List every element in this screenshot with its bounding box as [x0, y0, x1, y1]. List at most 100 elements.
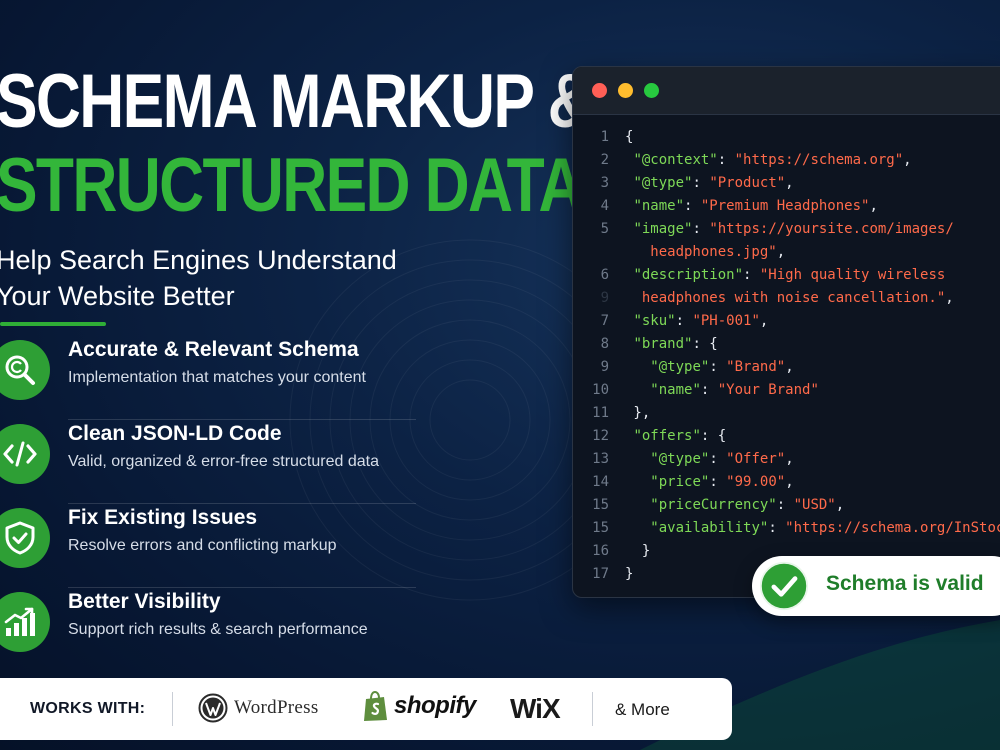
code-punctuation: , — [785, 359, 794, 375]
code-line: 9 headphones with noise cancellation.", — [573, 287, 1000, 310]
code-key: "name" — [650, 382, 701, 398]
checkmark-icon — [756, 558, 812, 614]
line-number: 3 — [600, 175, 609, 191]
works-with-bar: WORKS WITH: WordPress shopify WiX & More — [0, 678, 732, 740]
separator — [592, 692, 593, 726]
code-punctuation — [625, 497, 650, 513]
wix-logo: WiX — [510, 693, 561, 724]
code-line: 16 } — [573, 540, 1000, 563]
hero-title-line2: STRUCTURED DATA — [0, 143, 583, 228]
feature-divider — [68, 419, 416, 420]
code-string: "PH-001" — [692, 313, 760, 329]
code-line: 12 "offers": { — [573, 425, 1000, 448]
search-schema-icon — [0, 340, 50, 400]
code-punctuation: } — [625, 566, 634, 582]
accent-divider — [0, 322, 106, 326]
hero-subtitle: Help Search Engines Understand Your Webs… — [0, 245, 397, 311]
growth-chart-icon — [0, 592, 50, 652]
code-line: 3 "@type": "Product", — [573, 172, 1000, 195]
code-punctuation: : — [709, 474, 727, 490]
line-number: 7 — [600, 313, 609, 329]
code-key: "brand" — [633, 336, 693, 352]
works-with-label: WORKS WITH: — [30, 700, 146, 717]
feature-clean-jsonld: Clean JSON-LD Code Valid, organized & er… — [0, 420, 420, 504]
line-number: 10 — [592, 382, 609, 398]
line-number: 1 — [600, 129, 609, 145]
wordpress-icon — [198, 693, 228, 723]
code-punctuation: : — [709, 451, 727, 467]
line-number: 6 — [600, 267, 609, 283]
code-punctuation — [625, 359, 650, 375]
code-punctuation: { — [625, 129, 634, 145]
code-key: "description" — [633, 267, 744, 283]
code-punctuation: : { — [692, 336, 718, 352]
code-line: 15 "availability": "https://schema.org/I… — [573, 517, 1000, 540]
code-punctuation: , — [759, 313, 769, 329]
line-number: 9 — [600, 359, 609, 375]
separator — [172, 692, 173, 726]
code-string: "Premium Headphones" — [700, 198, 870, 214]
feature-accurate-schema: Accurate & Relevant Schema Implementatio… — [0, 336, 420, 420]
badge-text: Schema is valid — [826, 572, 984, 595]
code-key: "offers" — [633, 428, 701, 444]
code-key: "name" — [633, 198, 685, 214]
code-punctuation: , — [945, 290, 954, 306]
feature-description: Support rich results & search performanc… — [68, 621, 368, 638]
code-punctuation — [625, 451, 650, 467]
code-punctuation: : — [684, 198, 701, 214]
code-line: 11 }, — [573, 402, 1000, 425]
window-minimize-dot — [618, 83, 633, 98]
code-block: 1{2 "@context": "https://schema.org",3 "… — [573, 126, 1000, 586]
code-punctuation: : — [776, 497, 794, 513]
feature-title: Better Visibility — [68, 590, 221, 613]
code-string: "USD" — [793, 497, 836, 513]
code-string: "Product" — [709, 175, 786, 191]
schema-valid-badge: Schema is valid — [752, 556, 1000, 616]
line-number: 2 — [600, 152, 609, 168]
code-line: 17} — [573, 563, 1000, 586]
wordpress-logo: WordPress — [198, 693, 319, 723]
code-punctuation: : — [675, 313, 693, 329]
code-line: 15 "priceCurrency": "USD", — [573, 494, 1000, 517]
code-line: 14 "price": "99.00", — [573, 471, 1000, 494]
code-punctuation: } — [625, 543, 651, 559]
code-string: headphones.jpg" — [625, 244, 777, 260]
feature-better-visibility: Better Visibility Support rich results &… — [0, 588, 420, 658]
code-key: "@type" — [650, 359, 710, 375]
code-string: "Your Brand" — [717, 382, 819, 398]
feature-fix-issues: Fix Existing Issues Resolve errors and c… — [0, 504, 420, 588]
code-punctuation: , — [785, 474, 794, 490]
code-string: "99.00" — [726, 474, 786, 490]
and-more-text: & More — [615, 700, 670, 719]
code-key: "price" — [650, 474, 710, 490]
line-number: 5 — [600, 221, 609, 237]
feature-title: Clean JSON-LD Code — [68, 422, 282, 445]
line-number: 13 — [592, 451, 609, 467]
code-line: 2 "@context": "https://schema.org", — [573, 149, 1000, 172]
line-number: 4 — [600, 198, 609, 214]
code-string: "https://schema.org/InStock" — [785, 520, 1000, 536]
wordpress-wordmark: WordPress — [234, 697, 319, 718]
code-punctuation: , — [785, 451, 794, 467]
code-key: "@type" — [650, 451, 710, 467]
code-punctuation: : — [743, 267, 760, 283]
code-line: headphones.jpg", — [573, 241, 1000, 264]
code-punctuation: : — [717, 152, 735, 168]
window-close-dot — [592, 83, 607, 98]
code-punctuation: : — [700, 382, 718, 398]
feature-divider — [68, 587, 416, 588]
window-titlebar — [573, 67, 1000, 115]
shopify-wordmark: shopify — [394, 692, 476, 719]
code-punctuation — [625, 520, 650, 536]
window-maximize-dot — [644, 83, 659, 98]
line-number: 15 — [592, 520, 609, 536]
code-line: 10 "name": "Your Brand" — [573, 379, 1000, 402]
code-key: "availability" — [650, 520, 769, 536]
code-string: "https://yoursite.com/images/ — [709, 221, 954, 237]
shopify-logo: shopify — [362, 690, 476, 722]
code-line: 13 "@type": "Offer", — [573, 448, 1000, 471]
code-line: 6 "description": "High quality wireless — [573, 264, 1000, 287]
code-punctuation — [625, 382, 650, 398]
feature-description: Valid, organized & error-free structured… — [68, 453, 379, 470]
code-key: "@type" — [633, 175, 693, 191]
